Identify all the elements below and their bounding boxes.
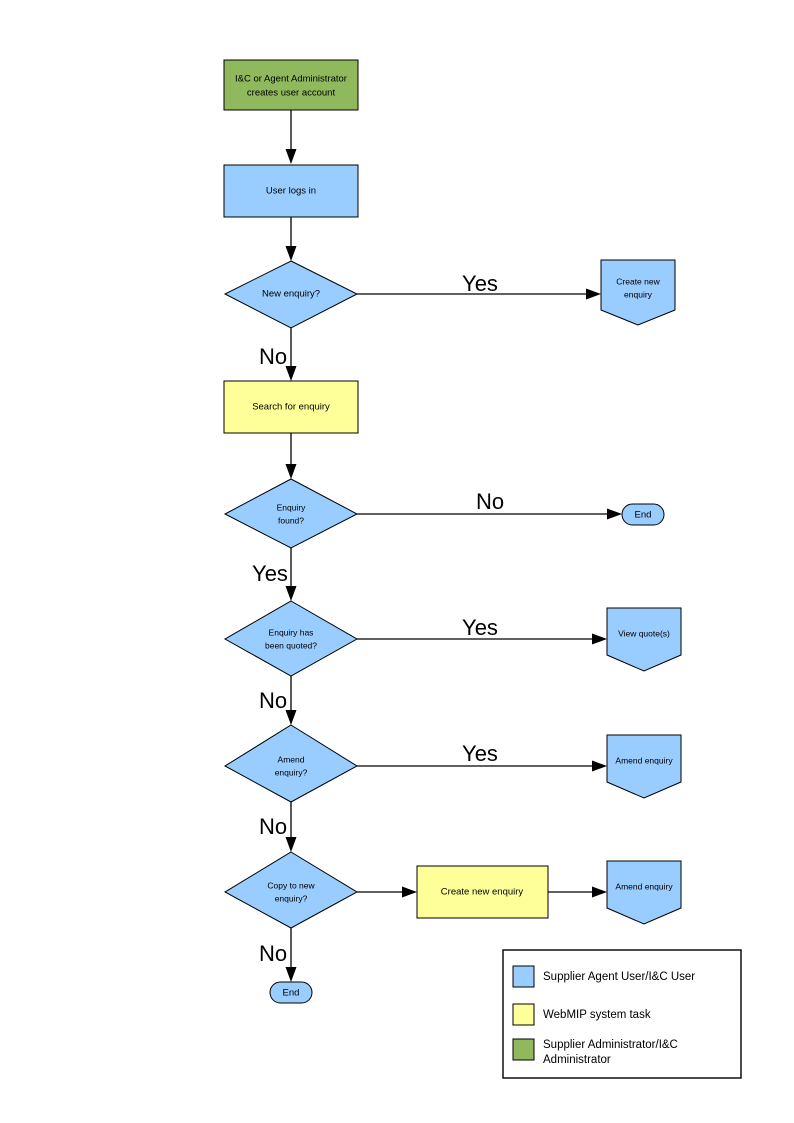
admin-creates-account-box (223, 59, 359, 111)
svg-text:End: End (283, 988, 300, 999)
edge-label-found-no: No (476, 489, 504, 514)
svg-text:Enquiry has: Enquiry has (269, 627, 314, 637)
arrowhead-newenq-no (285, 366, 297, 381)
edge-label-copy-no: No (259, 941, 287, 966)
amend-enquiry-diamond (224, 724, 358, 803)
node-amend-enquiry-decision[interactable]: Amend enquiry? (224, 724, 358, 803)
edge-label-amend-no: No (259, 814, 287, 839)
svg-text:Amend: Amend (278, 754, 305, 764)
node-view-quotes-doc[interactable]: View quote(s) (606, 607, 682, 672)
svg-text:found?: found? (278, 515, 304, 525)
svg-text:View quote(s): View quote(s) (618, 628, 670, 638)
user-logs-in-box (223, 164, 359, 218)
legend-item-supplier-agent-user: Supplier Agent User/I&C User (512, 965, 695, 988)
copy-to-new-diamond (223, 851, 359, 929)
arrowhead-copy-no (285, 967, 297, 982)
end-final-shape (269, 981, 313, 1004)
legend-swatch-yellow (512, 1003, 535, 1026)
edge-label-new-enquiry-no: No (259, 344, 287, 369)
svg-text:Amend enquiry: Amend enquiry (615, 881, 673, 891)
svg-text:User logs in: User logs in (266, 186, 316, 197)
svg-text:enquiry: enquiry (624, 289, 653, 299)
node-end-final[interactable]: End (269, 981, 313, 1004)
arrowhead-found-no (607, 508, 622, 520)
svg-text:I&C or Agent Administrator: I&C or Agent Administrator (235, 74, 347, 85)
edge-label-amend-yes: Yes (462, 741, 498, 766)
edge-labels-layer: Yes No No Yes Yes No Yes No No (252, 271, 504, 966)
edge-label-found-yes: Yes (252, 561, 288, 586)
connectors-layer (285, 110, 622, 982)
search-for-enquiry-box (223, 380, 359, 434)
create-new-enquiry-task-box (416, 865, 549, 919)
amend-enquiry-doc-shape (606, 734, 682, 799)
arrowhead-amend-no (285, 837, 297, 852)
svg-text:WebMIP system task: WebMIP system task (543, 1009, 651, 1021)
edge-label-quoted-no: No (259, 688, 287, 713)
legend-item-webmip-system-task: WebMIP system task (512, 1003, 651, 1026)
legend-panel (502, 949, 742, 1079)
svg-text:New enquiry?: New enquiry? (262, 289, 320, 300)
svg-text:Administrator: Administrator (543, 1054, 611, 1066)
legend-swatch-green (512, 1038, 535, 1061)
svg-text:enquiry?: enquiry? (275, 767, 308, 777)
node-enquiry-found-decision[interactable]: Enquiry found? (223, 478, 359, 549)
arrowhead-search-to-found (285, 464, 297, 479)
arrowhead-amend-yes (592, 760, 607, 772)
svg-text:End: End (635, 510, 652, 521)
node-new-enquiry-decision[interactable]: New enquiry? (223, 260, 359, 329)
svg-text:Supplier Administrator/I&C: Supplier Administrator/I&C (543, 1039, 678, 1051)
svg-text:Search for enquiry: Search for enquiry (252, 402, 330, 413)
node-user-logs-in[interactable]: User logs in (223, 164, 359, 218)
new-enquiry-diamond (223, 260, 359, 329)
end-not-found-shape (621, 503, 665, 526)
enquiry-found-diamond (223, 478, 359, 549)
svg-text:enquiry?: enquiry? (275, 893, 308, 903)
arrowhead-task-to-amenddoc (592, 886, 607, 898)
arrowhead-found-yes (285, 586, 297, 601)
svg-text:Enquiry: Enquiry (277, 502, 307, 512)
view-quotes-doc-shape (606, 607, 682, 672)
svg-text:Copy to new: Copy to new (267, 880, 315, 890)
legend: Supplier Agent User/I&C User WebMIP syst… (502, 949, 742, 1079)
svg-text:Create new: Create new (616, 276, 660, 286)
arrowhead-quoted-yes (592, 633, 607, 645)
node-search-for-enquiry[interactable]: Search for enquiry (223, 380, 359, 434)
arrowhead-admin-to-login (285, 149, 297, 164)
arrowhead-quoted-no (285, 710, 297, 725)
node-enquiry-quoted-decision[interactable]: Enquiry has been quoted? (223, 600, 359, 677)
node-create-new-enquiry-task[interactable]: Create new enquiry (416, 865, 549, 919)
create-new-enquiry-doc-shape (600, 259, 676, 326)
node-create-new-enquiry-doc[interactable]: Create new enquiry (600, 259, 676, 326)
legend-swatch-blue (512, 965, 535, 988)
arrowhead-login-to-newenq (285, 246, 297, 261)
edge-label-new-enquiry-yes: Yes (462, 271, 498, 296)
node-amend-enquiry-doc-2[interactable]: Amend enquiry (606, 860, 682, 925)
node-admin-creates-account[interactable]: I&C or Agent Administrator creates user … (223, 59, 359, 111)
svg-text:creates user account: creates user account (247, 88, 336, 99)
svg-text:been quoted?: been quoted? (265, 640, 317, 650)
node-end-not-found[interactable]: End (621, 503, 665, 526)
arrowhead-newenq-yes (586, 288, 601, 300)
node-amend-enquiry-doc[interactable]: Amend enquiry (606, 734, 682, 799)
svg-text:Amend enquiry: Amend enquiry (615, 755, 673, 765)
svg-text:Create new enquiry: Create new enquiry (441, 887, 524, 898)
svg-text:Supplier Agent User/I&C User: Supplier Agent User/I&C User (543, 971, 695, 983)
edge-label-quoted-yes: Yes (462, 615, 498, 640)
node-copy-to-new-decision[interactable]: Copy to new enquiry? (223, 851, 359, 929)
enquiry-quoted-diamond (223, 600, 359, 677)
legend-item-supplier-administrator: Supplier Administrator/I&C Administrator (512, 1038, 678, 1066)
amend-enquiry-doc-2-shape (606, 860, 682, 925)
arrowhead-copy-yes (402, 886, 417, 898)
